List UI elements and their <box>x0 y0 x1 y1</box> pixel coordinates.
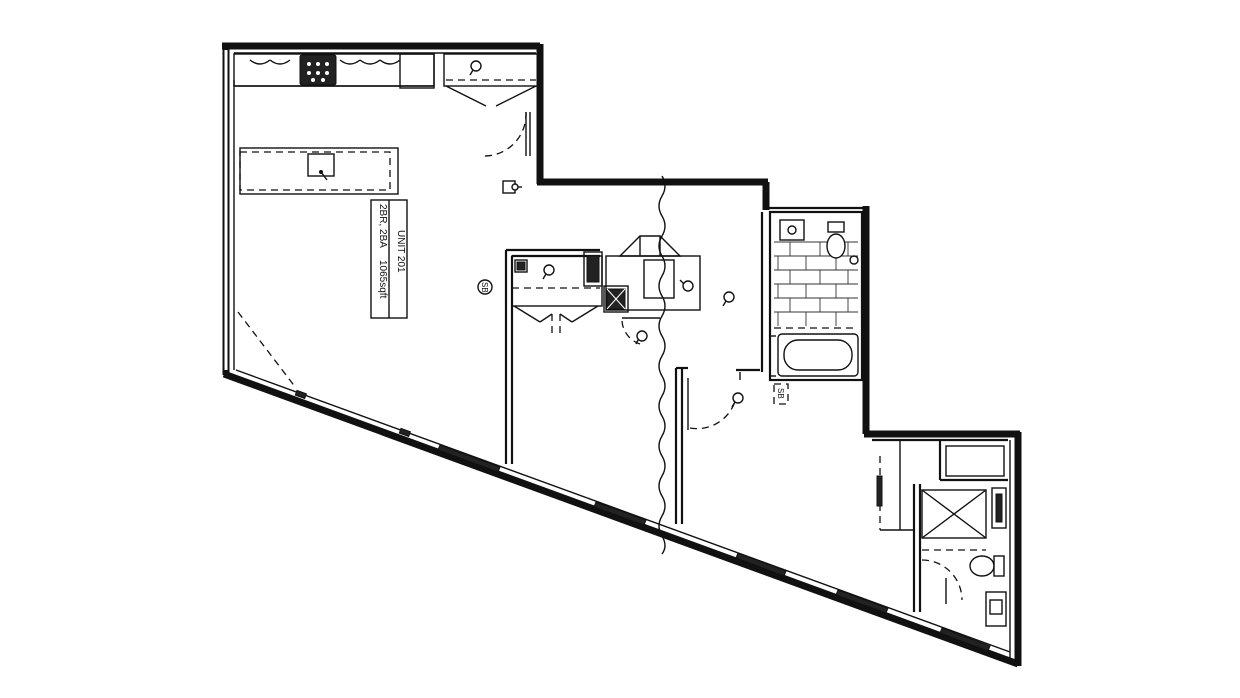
window-mullions <box>294 389 991 652</box>
bedroom-1-walls <box>504 248 603 464</box>
exterior-walls <box>222 42 1022 668</box>
laundry-closet <box>583 235 701 345</box>
match-line <box>658 175 666 555</box>
smoke-detector-label: SB <box>480 282 489 293</box>
cooktop-icon <box>299 54 337 86</box>
bath2-toilet-icon <box>969 555 995 577</box>
bathroom-2 <box>872 438 1008 627</box>
unit-type: 2BR, 2BA <box>377 204 388 248</box>
electrical-panel <box>502 180 522 194</box>
bathroom-1 <box>768 210 864 382</box>
kitchen-island <box>239 147 399 195</box>
bath1-vent-tag: SB <box>773 383 789 405</box>
fridge-icon <box>399 53 435 89</box>
unit-label: UNIT 201 2BR, 2BA 1065sqft <box>370 199 408 319</box>
unit-area: 1065sqft <box>377 260 388 299</box>
window-swing <box>237 311 297 389</box>
kitchen-counter <box>233 53 435 89</box>
bath1-toilet-icon <box>826 233 846 259</box>
unit-name: UNIT 201 <box>395 230 406 273</box>
smoke-detector-tag: SB <box>477 279 493 295</box>
bath1-vent-label: SB <box>776 388 785 399</box>
sink-icon <box>307 153 335 177</box>
bedroom-2-walls <box>674 291 760 524</box>
kitchen-closet <box>443 53 539 157</box>
